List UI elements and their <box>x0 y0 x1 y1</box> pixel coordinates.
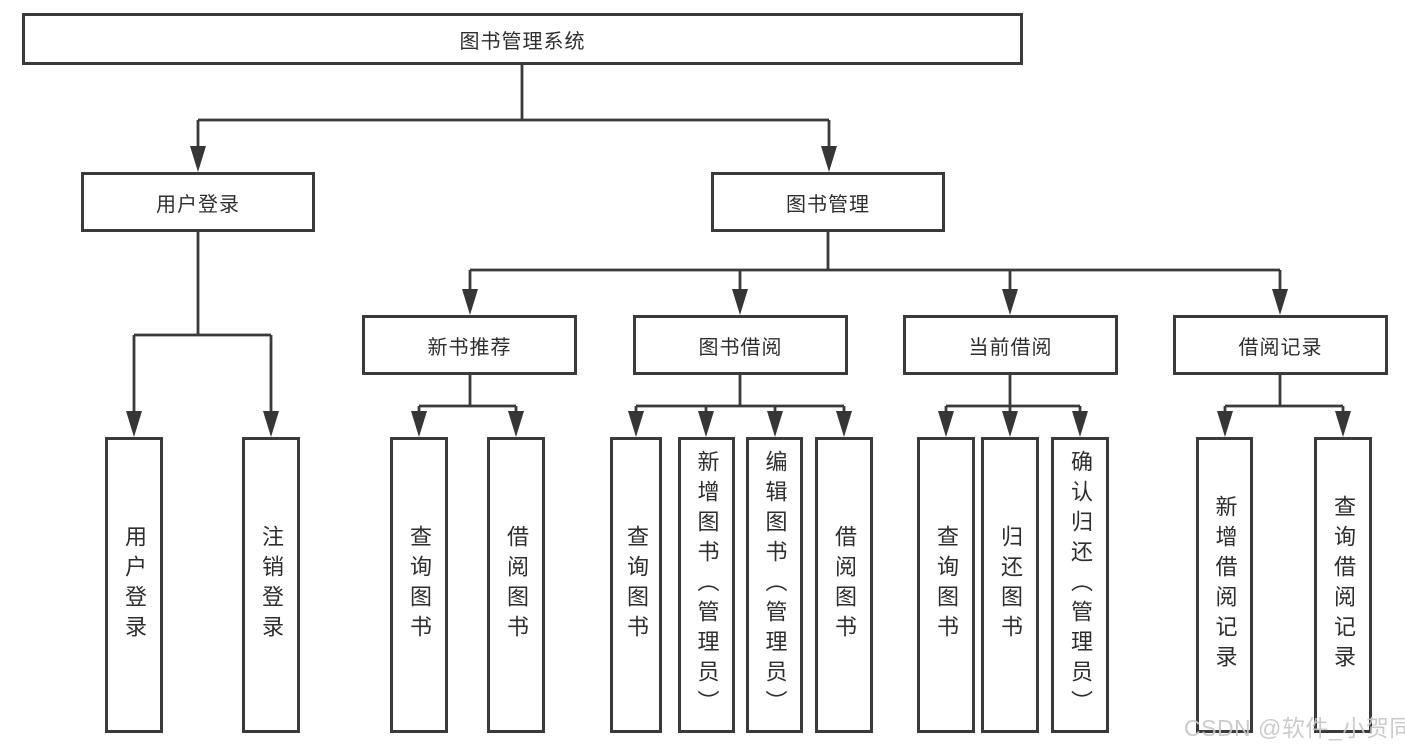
leaf-borrow-books-1: 借阅图书 <box>487 437 545 733</box>
leaf-borrow-books-2-label: 借阅图书 <box>832 525 857 645</box>
leaf-borrow-books-1-label: 借阅图书 <box>504 525 529 645</box>
node-new-book-recommend-label: 新书推荐 <box>427 336 512 359</box>
node-current-borrow-label: 当前借阅 <box>968 336 1053 359</box>
node-new-book-recommend: 新书推荐 <box>362 315 577 375</box>
leaf-user-login: 用户登录 <box>105 437 163 733</box>
leaf-add-borrow-record: 新增借阅记录 <box>1196 437 1253 733</box>
node-user-login: 用户登录 <box>81 172 315 232</box>
leaf-query-borrow-record-label: 查询借阅记录 <box>1331 495 1356 675</box>
csdn-watermark: CSDN @软件_小贺同学 <box>1184 715 1405 741</box>
leaf-add-borrow-record-label: 新增借阅记录 <box>1212 495 1238 675</box>
node-book-management: 图书管理 <box>711 172 945 232</box>
node-user-login-label: 用户登录 <box>156 193 240 216</box>
leaf-logout-label: 注销登录 <box>259 525 284 645</box>
leaf-query-books-3-label: 查询图书 <box>934 525 959 645</box>
node-borrow-records-label: 借阅记录 <box>1238 336 1323 359</box>
node-root-system: 图书管理系统 <box>22 13 1023 65</box>
leaf-query-books-1-label: 查询图书 <box>407 525 432 645</box>
leaf-return-books: 归还图书 <box>981 437 1039 733</box>
leaf-edit-books-admin: 编辑图书（管理员） <box>746 437 803 733</box>
leaf-add-books-admin-label: 新增图书（管理员） <box>694 450 720 720</box>
leaf-query-books-2: 查询图书 <box>610 437 662 733</box>
node-book-borrow: 图书借阅 <box>633 315 848 375</box>
leaf-query-books-2-label: 查询图书 <box>624 525 649 645</box>
leaf-add-books-admin: 新增图书（管理员） <box>678 437 735 733</box>
leaf-confirm-return-admin: 确认归还（管理员） <box>1051 437 1109 733</box>
leaf-return-books-label: 归还图书 <box>998 525 1023 645</box>
leaf-user-login-label: 用户登录 <box>122 525 147 645</box>
leaf-query-books-1: 查询图书 <box>390 437 448 733</box>
node-book-management-label: 图书管理 <box>786 193 870 216</box>
leaf-query-books-3: 查询图书 <box>917 437 975 733</box>
leaf-edit-books-admin-label: 编辑图书（管理员） <box>762 450 788 720</box>
node-borrow-records: 借阅记录 <box>1173 315 1388 375</box>
leaf-logout: 注销登录 <box>242 437 300 733</box>
node-book-borrow-label: 图书借阅 <box>698 336 783 359</box>
leaf-borrow-books-2: 借阅图书 <box>815 437 873 733</box>
leaf-confirm-return-admin-label: 确认归还（管理员） <box>1068 450 1093 720</box>
node-root-label: 图书管理系统 <box>459 30 586 53</box>
node-current-borrow: 当前借阅 <box>903 315 1118 375</box>
leaf-query-borrow-record: 查询借阅记录 <box>1314 437 1372 733</box>
